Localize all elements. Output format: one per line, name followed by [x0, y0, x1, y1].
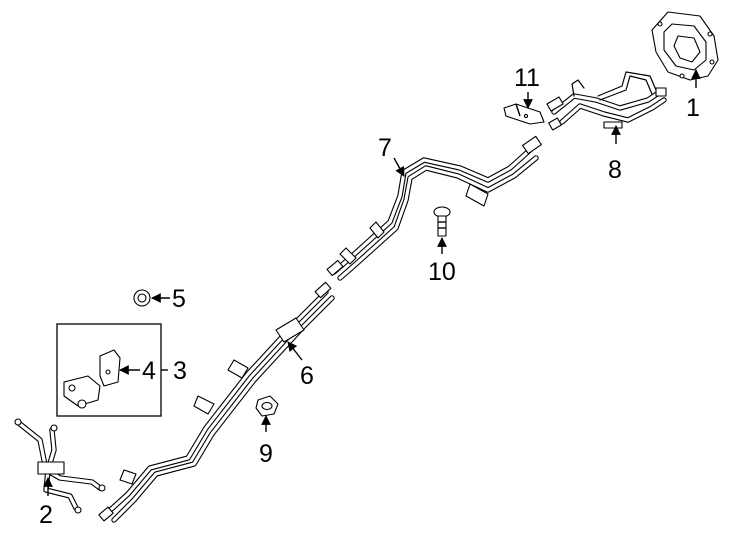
part-6-main-line: [98, 281, 335, 523]
callout-6: 6: [300, 362, 314, 390]
leader-6: [287, 341, 303, 361]
callout-7: 7: [378, 134, 392, 162]
callout-labels: 1 2 3 4 5 6 7 8 9 10 11: [39, 64, 700, 529]
part-3-kit-box: [56, 323, 162, 417]
callout-3: 3: [173, 357, 187, 385]
callout-1: 1: [686, 94, 700, 122]
part-7-cooler-line: [326, 135, 542, 281]
callout-11: 11: [514, 64, 540, 92]
callout-10: 10: [428, 258, 456, 286]
leader-7: [393, 157, 405, 177]
callout-5: 5: [172, 285, 186, 313]
callout-8: 8: [608, 156, 622, 184]
callout-4: 4: [142, 357, 156, 385]
part-8-rear-lines: [546, 71, 667, 131]
part-4-bracket: [99, 349, 121, 387]
callout-2: 2: [39, 501, 53, 529]
leader-lines: [43, 69, 701, 496]
part-9-nut: [255, 395, 279, 417]
part-5-clip: [133, 289, 151, 307]
part-11-bracket: [503, 103, 545, 125]
part-2-hose-assembly: [14, 418, 106, 514]
part-10-bolt: [433, 206, 451, 237]
callout-9: 9: [259, 440, 273, 468]
part-1-differential-cover: [651, 11, 719, 81]
